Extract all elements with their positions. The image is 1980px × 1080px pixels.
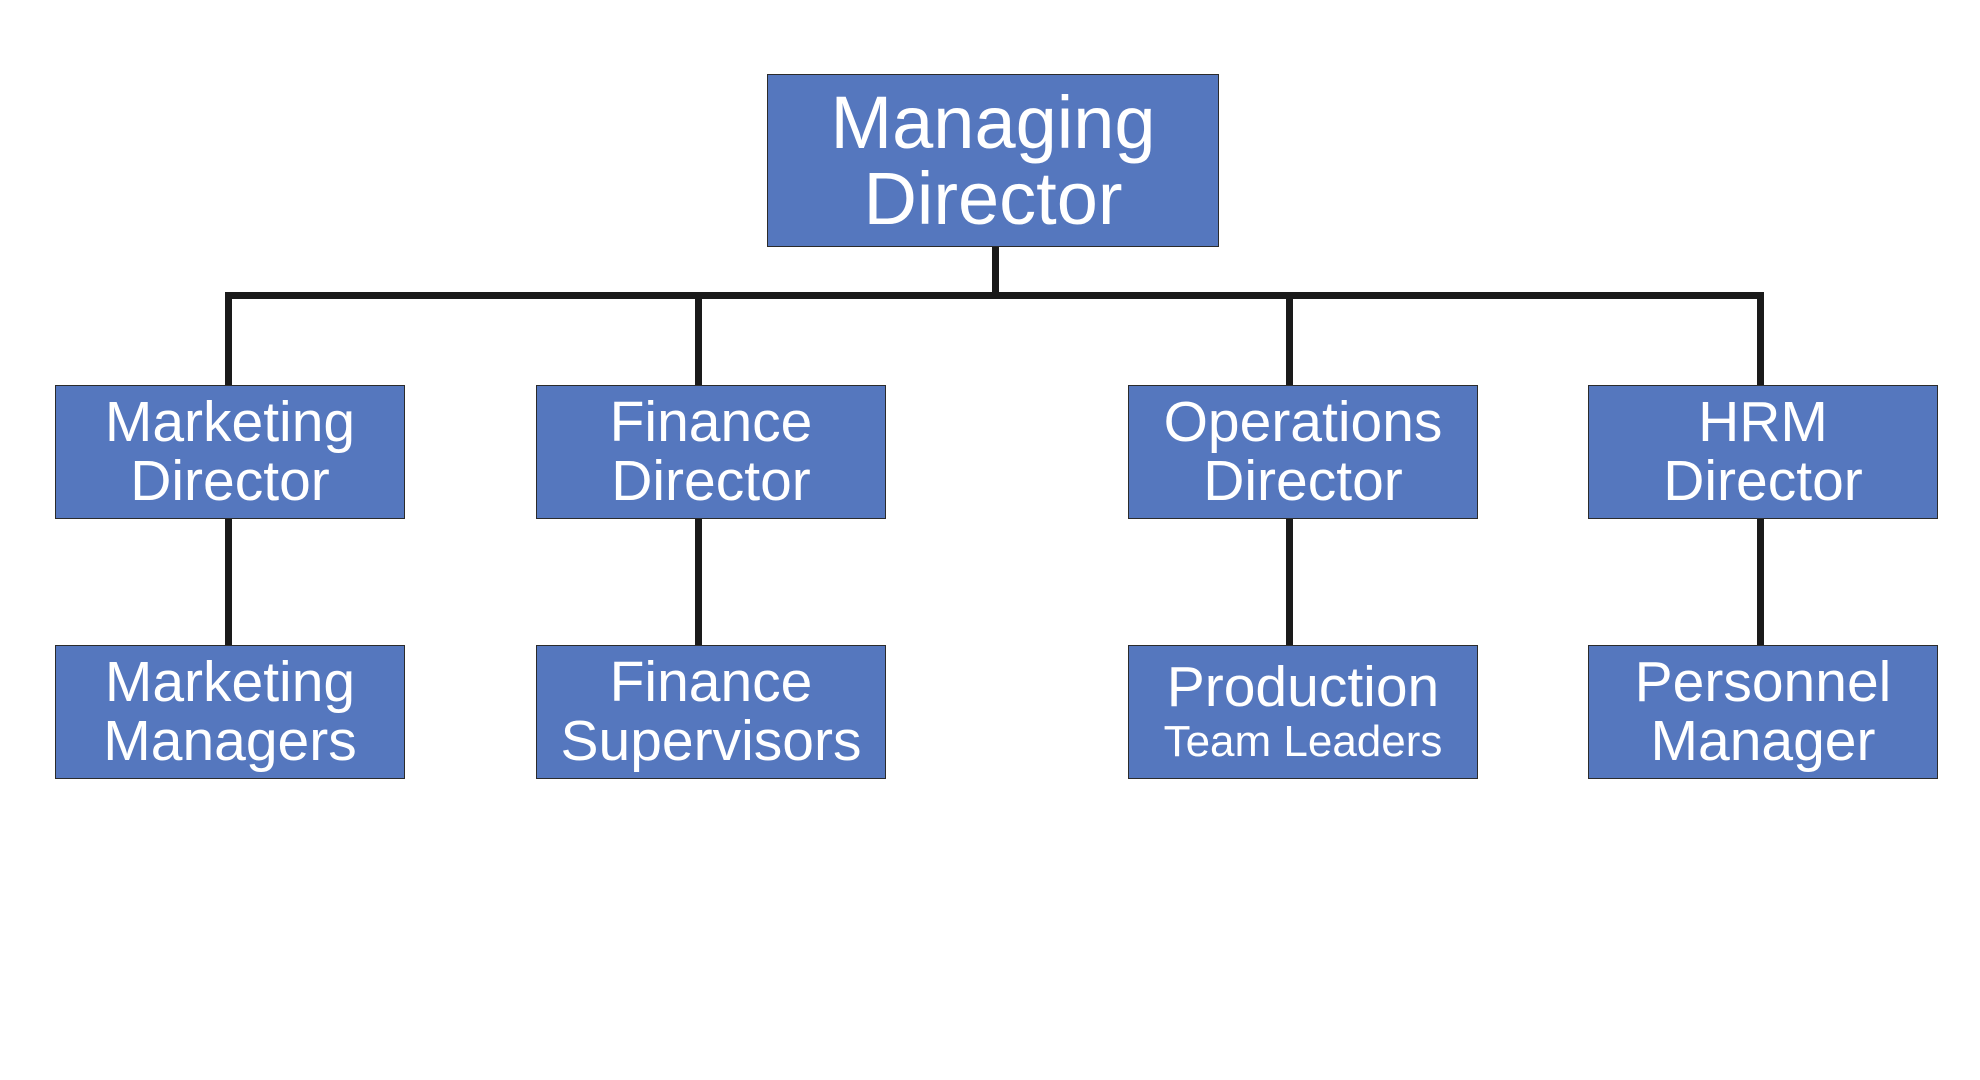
node-label-line2: Managers [103,709,357,773]
connector-root-down [992,247,999,297]
node-marketing-managers: Marketing Managers [55,645,405,779]
connector-to-marketing-director [225,292,232,385]
node-operations-director: Operations Director [1128,385,1478,519]
node-label-line1: Personnel [1634,650,1892,714]
node-hrm-director: HRM Director [1588,385,1938,519]
connector-to-hrm-director [1757,292,1764,385]
connector-to-personnel-manager [1757,519,1764,645]
node-label-line2: Director [1203,449,1403,513]
node-label-line2: Manager [1650,709,1876,773]
connector-to-marketing-managers [225,519,232,645]
node-label-line1: Marketing [104,650,356,714]
node-label-line2: Supervisors [560,709,862,773]
node-label-line1: Operations [1163,390,1443,454]
node-label-line1: Finance [609,390,813,454]
node-label-line1: Finance [609,650,813,714]
node-production-team-leaders: Production Team Leaders [1128,645,1478,779]
node-label-line1: Managing [830,80,1156,164]
connector-horizontal-bus [225,292,1764,299]
connector-to-production-team-leaders [1286,519,1293,645]
node-finance-supervisors: Finance Supervisors [536,645,886,779]
connector-to-operations-director [1286,292,1293,385]
node-label-line1: Marketing [104,390,356,454]
node-label-line2: Director [863,156,1123,240]
node-label-line1: Production [1166,654,1440,719]
connector-to-finance-director [695,292,702,385]
connector-to-finance-supervisors [695,519,702,645]
node-label-line2: Team Leaders [1163,716,1443,766]
node-label-line2: Director [1663,449,1863,513]
node-finance-director: Finance Director [536,385,886,519]
node-personnel-manager: Personnel Manager [1588,645,1938,779]
node-label-line1: HRM [1698,390,1828,454]
node-managing-director: Managing Director [767,74,1219,247]
node-label-line2: Director [130,449,330,513]
node-label-line2: Director [611,449,811,513]
node-marketing-director: Marketing Director [55,385,405,519]
